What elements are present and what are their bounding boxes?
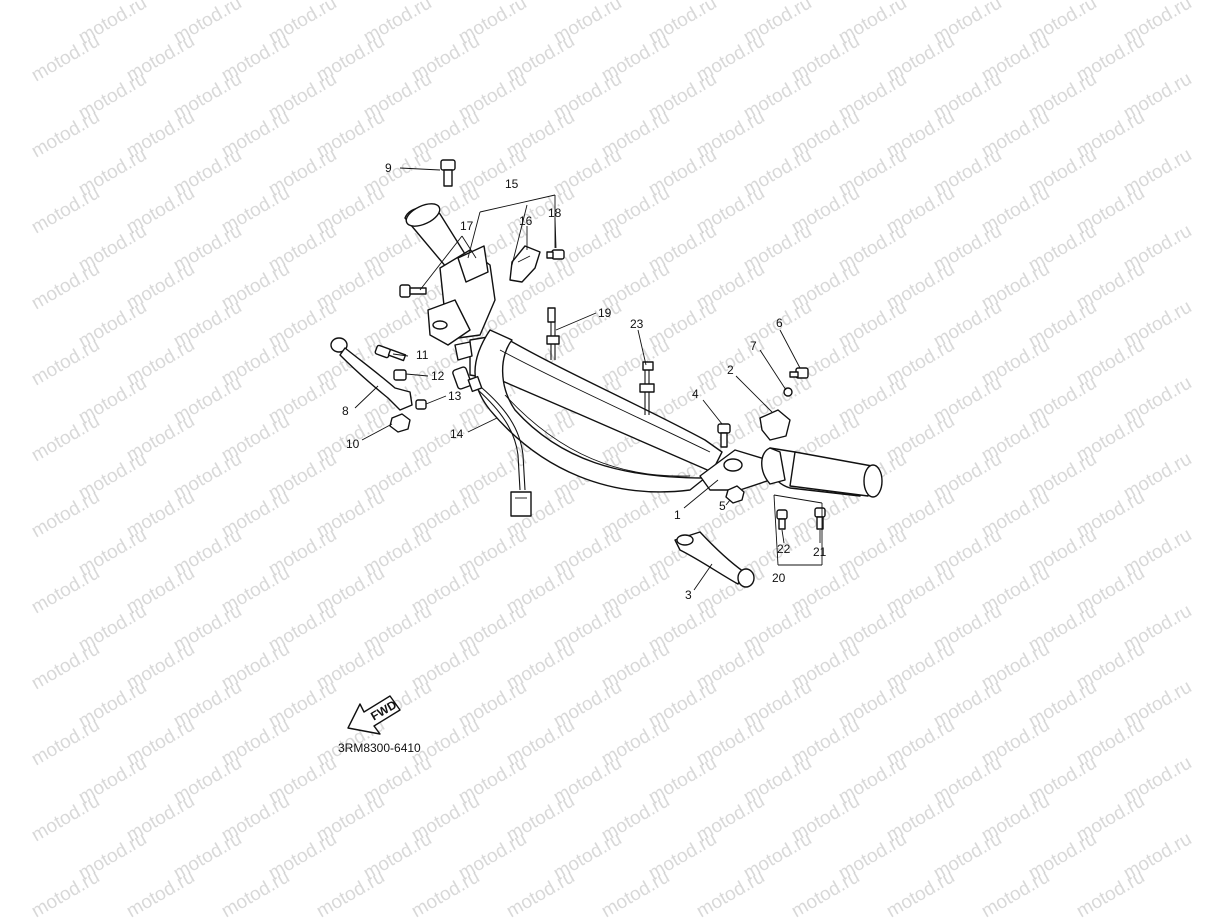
callout-19: 19: [598, 306, 612, 320]
part-11-bolt: [374, 344, 407, 362]
left-grip: [404, 203, 471, 275]
part-16-bracket: [509, 245, 541, 283]
left-switch-housing: [427, 245, 496, 361]
part-19-cable-tie: [546, 307, 560, 360]
part-10-nut: [389, 413, 411, 433]
callout-16: 16: [519, 214, 533, 228]
callout-9: 9: [385, 161, 392, 175]
leader-lines: [354, 167, 823, 591]
callout-11: 11: [416, 348, 429, 362]
callout-3: 3: [685, 588, 692, 602]
fwd-arrow-icon: FWD: [347, 695, 401, 735]
part-21-screw: [814, 507, 826, 530]
part-14-switch-cable: [452, 366, 532, 517]
callout-4: 4: [692, 387, 699, 401]
part-4-bolt: [717, 423, 731, 448]
callout-10: 10: [346, 437, 360, 451]
part-23-cable-tie: [639, 361, 655, 415]
part-6-screw: [789, 367, 809, 379]
part-5-nut: [725, 485, 745, 504]
callout-6: 6: [776, 316, 783, 330]
callout-1: 1: [674, 508, 681, 522]
callout-18: 18: [548, 206, 562, 220]
part-18-screw: [546, 249, 565, 260]
part-22-screw: [776, 509, 788, 530]
part-17-screw: [399, 284, 427, 298]
callout-12: 12: [431, 369, 445, 383]
right-grip: [761, 447, 883, 498]
right-brake-lever: [674, 531, 755, 588]
callout-7: 7: [750, 339, 757, 353]
part-13-adjuster: [415, 399, 427, 410]
handlebar: [469, 329, 723, 493]
callout-23: 23: [630, 317, 644, 331]
callout-15: 15: [505, 177, 519, 191]
callout-8: 8: [342, 404, 349, 418]
callout-labels: 1 2 3 4 5 6 7 8 9 10 11 12 13 14 15 16 1…: [342, 161, 827, 602]
callout-5: 5: [719, 499, 726, 513]
callout-21: 21: [813, 545, 827, 559]
left-clutch-lever: [330, 337, 413, 411]
drawing-code: 3RM8300-6410: [338, 741, 421, 755]
callout-22: 22: [777, 542, 791, 556]
part-12-nut: [393, 369, 407, 381]
callout-17: 17: [460, 219, 474, 233]
part-9-bolt: [440, 159, 456, 187]
callout-2: 2: [727, 363, 734, 377]
callout-20: 20: [772, 571, 786, 585]
callout-13: 13: [448, 389, 462, 403]
callout-14: 14: [450, 427, 464, 441]
